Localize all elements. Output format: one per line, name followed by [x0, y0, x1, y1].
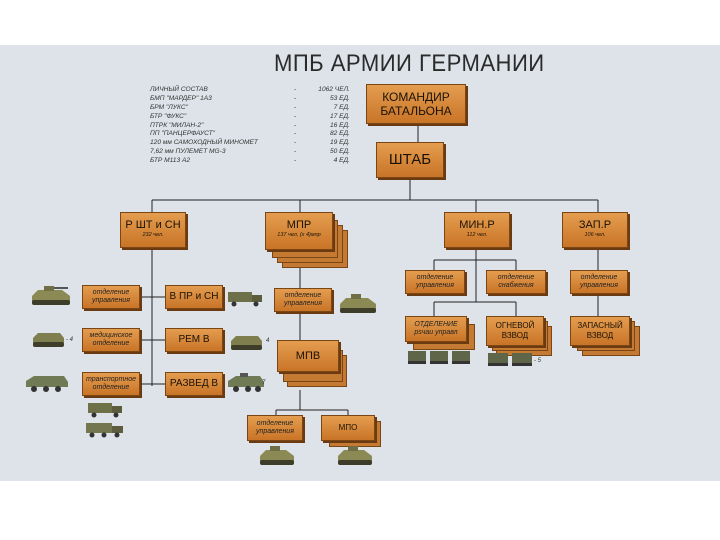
- razv-box: РАЗВЕД В: [165, 372, 223, 396]
- ogn-box: ОГНЕВОЙ ВЗВОД: [486, 316, 544, 346]
- ogn-count: - 5: [534, 358, 541, 364]
- commander-box: КОМАНДИР БАТАЛЬОНА: [366, 84, 466, 124]
- trans-box: транспортное отделение: [82, 372, 140, 396]
- mpr-box: МПР 137 чел, (x 4)мпр: [265, 212, 333, 250]
- ifv-icon-3: [256, 446, 296, 466]
- mpr-title: МПР: [266, 219, 332, 231]
- vpr-box: В ПР и СН: [165, 285, 223, 309]
- mpr-upr-label: отделение управления: [275, 289, 331, 308]
- zapr-sub: 106 чел.: [563, 232, 627, 238]
- apc-icon: [24, 373, 70, 393]
- mpr-sub: 137 чел, (x 4)мпр: [266, 232, 332, 238]
- mpv-box: МПВ: [277, 340, 339, 372]
- minr-box: МИН.Р 112 чел.: [444, 212, 510, 248]
- zapv-label: ЗАПАСНЫЙ ВЗВОД: [571, 321, 629, 341]
- rsh-upr-label: отделение управления: [83, 286, 139, 305]
- mortar-carrier-icon-2: [486, 350, 536, 368]
- minr-title: МИН.Р: [445, 219, 509, 231]
- min-upr-box: отделение управления: [405, 270, 465, 294]
- min-upr-label: отделение управления: [406, 271, 464, 290]
- mpv-upr-box: отделение управления: [247, 415, 303, 441]
- commander-label: КОМАНДИР БАТАЛЬОНА: [368, 90, 464, 118]
- rem-label: РЕМ В: [166, 329, 222, 351]
- rsh-box: Р ШТ и СН 232 чел.: [120, 212, 186, 248]
- truck-icon: [86, 400, 124, 418]
- tracked-vehicle-icon-2: [228, 333, 264, 351]
- zapr-box: ЗАП.Р 106 чел.: [562, 212, 628, 248]
- med-count: - 4: [66, 337, 73, 343]
- hq-label: ШТАБ: [377, 143, 443, 177]
- ifv-icon-4: [334, 446, 374, 466]
- rsh-upr-box: отделение управления: [82, 285, 140, 309]
- razv-count: 7: [262, 380, 265, 386]
- zapr-title: ЗАП.Р: [563, 219, 627, 231]
- tracked-vehicle-icon: [30, 330, 66, 348]
- mpv-label: МПВ: [278, 341, 338, 371]
- apc-icon-2: [226, 373, 266, 393]
- rsh-title: Р ШТ и СН: [121, 219, 185, 231]
- zapv-box: ЗАПАСНЫЙ ВЗВОД: [570, 316, 630, 346]
- med-label: медицинское отделение: [83, 329, 139, 348]
- ogn-label: ОГНЕВОЙ ВЗВОД: [487, 321, 543, 341]
- razv-label: РАЗВЕД В: [166, 373, 222, 395]
- mpv-upr-label: отделение управления: [248, 416, 302, 436]
- trans-label: транспортное отделение: [83, 373, 139, 392]
- minr-sub: 112 чел.: [445, 232, 509, 238]
- ifv-icon-2: [336, 294, 378, 314]
- min-rasch-label: ОТДЕЛЕНИЕ рsчaи управл: [406, 317, 466, 337]
- rem-count: 4: [266, 338, 269, 344]
- truck-icon-3: [226, 289, 266, 307]
- truck-icon-2: [84, 419, 126, 439]
- min-rasch-box: ОТДЕЛЕНИЕ рsчaи управл: [405, 316, 467, 342]
- med-box: медицинское отделение: [82, 328, 140, 352]
- min-snab-label: отделение снабжения: [487, 271, 545, 290]
- mpr-upr-box: отделение управления: [274, 288, 332, 312]
- hq-box: ШТАБ: [376, 142, 444, 178]
- vpr-label: В ПР и СН: [166, 286, 222, 308]
- min-snab-box: отделение снабжения: [486, 270, 546, 294]
- zap-upr-label: отделение управления: [571, 271, 627, 290]
- mpo-box: МПО: [321, 415, 375, 441]
- rsh-sub: 232 чел.: [121, 232, 185, 238]
- rem-box: РЕМ В: [165, 328, 223, 352]
- mortar-carrier-icon: [406, 348, 474, 366]
- mpo-label: МПО: [322, 416, 374, 440]
- zap-upr-box: отделение управления: [570, 270, 628, 294]
- ifv-icon: [28, 286, 74, 306]
